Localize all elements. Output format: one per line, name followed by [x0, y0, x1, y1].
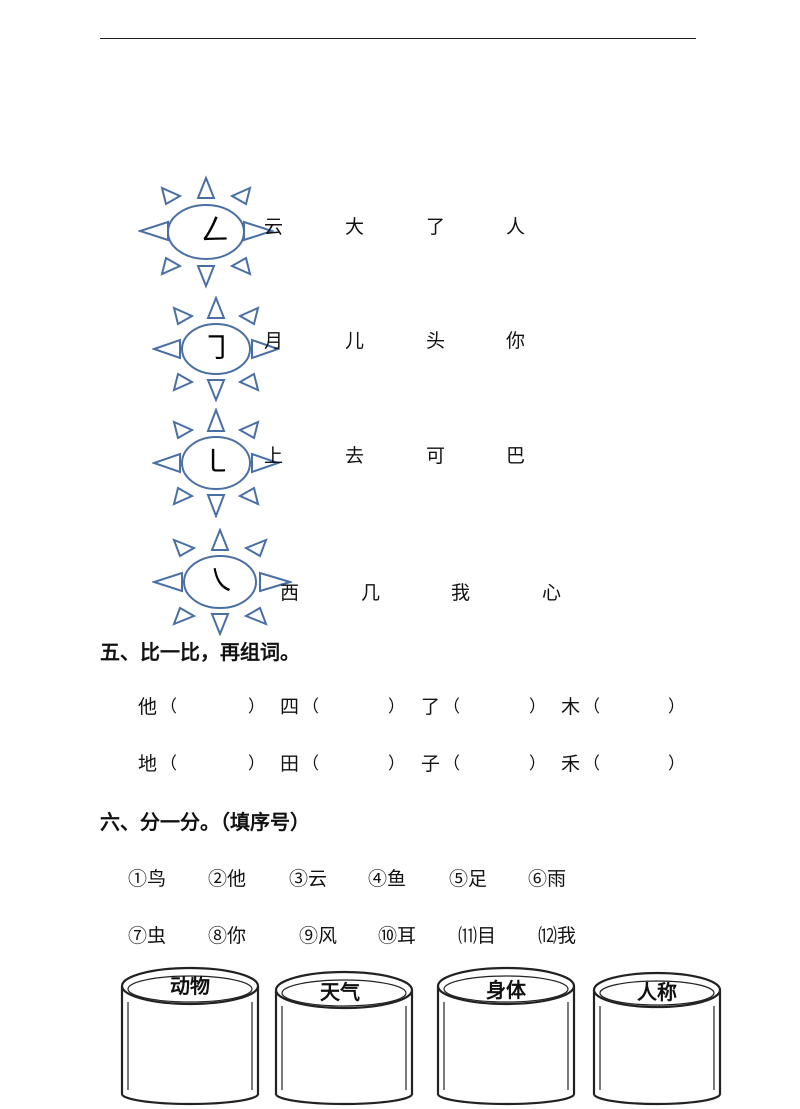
option-item: ⑦虫 — [128, 925, 167, 947]
option-item: ④鱼 — [368, 868, 407, 890]
char: 几 — [361, 582, 381, 604]
close-paren: ） — [529, 754, 546, 774]
close-paren: ） — [388, 754, 405, 774]
open-paren: （ — [302, 754, 319, 774]
option-item: ⑿我 — [538, 925, 577, 947]
bucket-icon — [436, 966, 576, 1106]
open-paren: （ — [302, 697, 319, 717]
option-item: ⑥雨 — [528, 868, 567, 890]
open-paren: （ — [443, 697, 460, 717]
close-paren: ） — [668, 697, 685, 717]
stroke-glyph: ㇄ — [202, 445, 232, 480]
word: 四 — [280, 696, 300, 718]
char: 我 — [451, 582, 471, 604]
char: 上 — [264, 445, 284, 467]
bucket-label: 人称 — [637, 980, 677, 1004]
word: 他 — [138, 696, 158, 718]
char: 月 — [264, 330, 284, 352]
option-item: ③云 — [289, 868, 328, 890]
char: 可 — [426, 445, 446, 467]
top-rule — [100, 38, 696, 39]
bucket-label: 天气 — [320, 980, 360, 1004]
section-6-title: 六、分一分。（填序号） — [100, 810, 310, 834]
char: 云 — [264, 216, 284, 238]
word: 禾 — [561, 753, 581, 775]
char: 大 — [345, 216, 365, 238]
sun-icon — [152, 296, 280, 402]
close-paren: ） — [248, 697, 265, 717]
word: 田 — [280, 753, 300, 775]
stroke-glyph: ㇆ — [202, 331, 232, 366]
sun-icon — [138, 175, 274, 289]
bucket-icon — [592, 971, 722, 1106]
sun-icon — [152, 528, 292, 636]
word: 地 — [138, 753, 158, 775]
option-item: ②他 — [208, 868, 247, 890]
option-item: ①鸟 — [128, 868, 167, 890]
open-paren: （ — [583, 697, 600, 717]
word: 木 — [561, 696, 581, 718]
char: 去 — [345, 445, 365, 467]
char: 头 — [426, 330, 446, 352]
option-item: ⑨风 — [299, 925, 338, 947]
char: 人 — [506, 216, 526, 238]
open-paren: （ — [583, 754, 600, 774]
bucket-icon — [274, 970, 414, 1106]
char: 心 — [542, 582, 562, 604]
option-item: ⑤足 — [449, 868, 488, 890]
stroke-glyph: ㄥ — [200, 213, 230, 248]
char: 了 — [426, 216, 446, 238]
bucket-icon — [120, 966, 260, 1106]
sun-icon — [152, 408, 280, 518]
open-paren: （ — [160, 697, 177, 717]
bucket-label: 动物 — [170, 974, 210, 998]
char: 儿 — [345, 330, 365, 352]
option-item: ⑩耳 — [378, 925, 417, 947]
bucket-label: 身体 — [486, 978, 526, 1002]
char: 西 — [280, 582, 300, 604]
section-5-title: 五、比一比，再组词。 — [100, 640, 300, 664]
char: 巴 — [506, 445, 526, 467]
word: 了 — [421, 696, 441, 718]
char: 你 — [506, 330, 526, 352]
open-paren: （ — [160, 754, 177, 774]
stroke-glyph: ㇏ — [206, 564, 236, 599]
close-paren: ） — [668, 754, 685, 774]
close-paren: ） — [248, 754, 265, 774]
close-paren: ） — [529, 697, 546, 717]
word: 子 — [421, 753, 441, 775]
close-paren: ） — [388, 697, 405, 717]
open-paren: （ — [443, 754, 460, 774]
option-item: ⑧你 — [208, 925, 247, 947]
option-item: ⑾目 — [458, 925, 497, 947]
